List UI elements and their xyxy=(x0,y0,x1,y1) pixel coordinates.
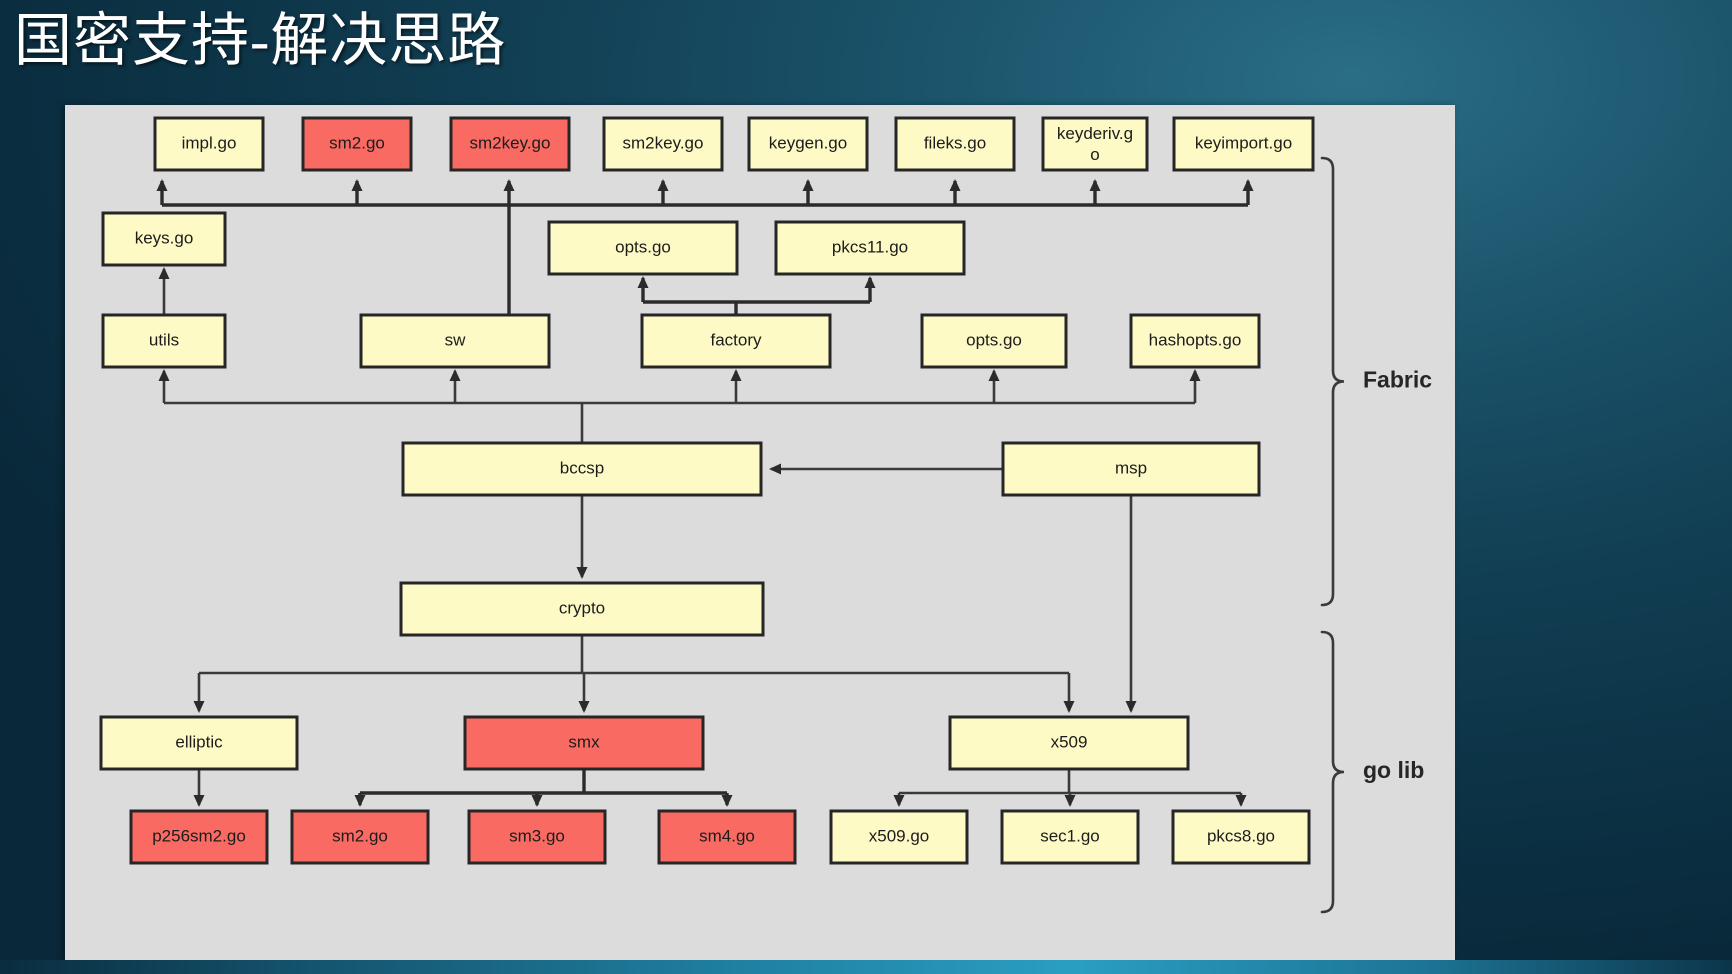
node-box xyxy=(894,116,1016,172)
node-label: sm4.go xyxy=(699,826,755,845)
node-sw[interactable]: sw xyxy=(359,313,551,369)
node-layer: impl.go sm2.go sm2key.go sm2key.go keygen.go… xyxy=(99,116,1315,865)
node-label: utils xyxy=(149,330,179,349)
node-label: factory xyxy=(710,330,762,349)
node-keygen.go[interactable]: keygen.go xyxy=(747,116,869,172)
node-factory[interactable]: factory xyxy=(640,313,832,369)
node-label: pkcs11.go xyxy=(832,237,908,256)
node-smx[interactable]: smx xyxy=(463,715,705,771)
node-label: impl.go xyxy=(182,133,237,152)
node-box xyxy=(153,116,265,172)
node-label: opts.go xyxy=(966,330,1022,349)
node-label: crypto xyxy=(559,598,605,617)
node-box xyxy=(399,581,765,637)
node-label: sm2.go xyxy=(329,133,385,152)
group-fabric: Fabric xyxy=(1320,156,1432,607)
node-label: elliptic xyxy=(175,732,223,751)
node-box xyxy=(449,116,571,172)
node-impl.go[interactable]: impl.go xyxy=(153,116,265,172)
node-box xyxy=(774,220,966,276)
node-box xyxy=(1171,809,1311,865)
node-sm4.go[interactable]: sm4.go xyxy=(657,809,797,865)
node-box xyxy=(129,809,269,865)
brace-fabric-icon xyxy=(1320,156,1345,607)
node-sm2.go.top[interactable]: sm2.go xyxy=(301,116,413,172)
node-sm3.go[interactable]: sm3.go xyxy=(467,809,607,865)
node-opts.go.r[interactable]: opts.go xyxy=(920,313,1068,369)
group-brace-layer: Fabric go lib xyxy=(1320,156,1432,914)
node-box xyxy=(1001,441,1261,497)
node-sm2key.go.red[interactable]: sm2key.go xyxy=(449,116,571,172)
node-box xyxy=(657,809,797,865)
node-x509[interactable]: x509 xyxy=(948,715,1190,771)
node-msp[interactable]: msp xyxy=(1001,441,1261,497)
node-sm2key.go[interactable]: sm2key.go xyxy=(602,116,724,172)
node-box xyxy=(463,715,705,771)
node-box xyxy=(359,313,551,369)
node-label: smx xyxy=(568,732,600,751)
node-label: hashopts.go xyxy=(1149,330,1242,349)
node-label: sm2key.go xyxy=(470,133,551,152)
node-label: fileks.go xyxy=(924,133,986,152)
node-keyimport.go[interactable]: keyimport.go xyxy=(1172,116,1315,172)
node-box xyxy=(1041,116,1149,172)
node-box xyxy=(290,809,430,865)
node-label: keygen.go xyxy=(769,133,847,152)
node-box xyxy=(920,313,1068,369)
node-elliptic[interactable]: elliptic xyxy=(99,715,299,771)
node-label: x509.go xyxy=(869,826,930,845)
group-label-fabric: Fabric xyxy=(1363,367,1432,393)
node-box xyxy=(401,441,763,497)
node-box xyxy=(1172,116,1315,172)
node-sm2.go.bot[interactable]: sm2.go xyxy=(290,809,430,865)
node-box xyxy=(101,313,227,369)
node-label: p256sm2.go xyxy=(152,826,246,845)
node-box xyxy=(301,116,413,172)
node-box xyxy=(101,211,227,267)
node-label: keys.go xyxy=(135,228,194,247)
node-label: x509 xyxy=(1051,732,1088,751)
node-p256sm2.go[interactable]: p256sm2.go xyxy=(129,809,269,865)
node-box xyxy=(640,313,832,369)
node-pkcs8.go[interactable]: pkcs8.go xyxy=(1171,809,1311,865)
node-label: opts.go xyxy=(615,237,671,256)
group-golib: go lib xyxy=(1320,630,1424,914)
node-label: sm3.go xyxy=(509,826,565,845)
node-label: keyimport.go xyxy=(1195,133,1292,152)
node-box xyxy=(1000,809,1140,865)
node-pkcs11.go[interactable]: pkcs11.go xyxy=(774,220,966,276)
node-crypto[interactable]: crypto xyxy=(399,581,765,637)
node-box xyxy=(1129,313,1261,369)
node-hashopts.go[interactable]: hashopts.go xyxy=(1129,313,1261,369)
diagram-panel: impl.go sm2.go sm2key.go sm2key.go keygen.go… xyxy=(65,105,1455,963)
node-sec1.go[interactable]: sec1.go xyxy=(1000,809,1140,865)
node-box xyxy=(948,715,1190,771)
node-box xyxy=(829,809,969,865)
node-label: sm2.go xyxy=(332,826,388,845)
node-bccsp[interactable]: bccsp xyxy=(401,441,763,497)
node-box xyxy=(99,715,299,771)
node-opts.go.mid[interactable]: opts.go xyxy=(547,220,739,276)
node-x509.go[interactable]: x509.go xyxy=(829,809,969,865)
dependency-diagram: impl.go sm2.go sm2key.go sm2key.go keygen.go… xyxy=(99,116,1432,914)
node-box xyxy=(547,220,739,276)
node-box xyxy=(467,809,607,865)
group-label-golib: go lib xyxy=(1363,757,1424,783)
node-label: msp xyxy=(1115,458,1147,477)
node-label: bccsp xyxy=(560,458,604,477)
node-box xyxy=(747,116,869,172)
node-utils[interactable]: utils xyxy=(101,313,227,369)
node-label: sw xyxy=(445,330,467,349)
edge-layer xyxy=(156,179,1254,807)
node-fileks.go[interactable]: fileks.go xyxy=(894,116,1016,172)
page-title: 国密支持-解决思路 xyxy=(14,8,507,73)
node-label: sec1.go xyxy=(1040,826,1100,845)
node-label: sm2key.go xyxy=(623,133,704,152)
node-box xyxy=(602,116,724,172)
node-label: pkcs8.go xyxy=(1207,826,1275,845)
brace-golib-icon xyxy=(1320,630,1345,914)
node-keys.go[interactable]: keys.go xyxy=(101,211,227,267)
